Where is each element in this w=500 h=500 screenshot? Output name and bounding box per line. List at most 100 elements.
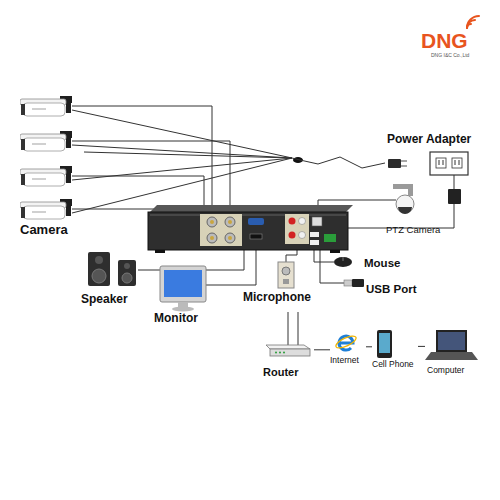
company-name: DNG I&C Co.,Ltd bbox=[431, 53, 469, 59]
device-wire bbox=[138, 200, 454, 347]
dvr-recorder bbox=[210, 236, 214, 240]
dvr-recorder bbox=[248, 218, 264, 225]
cell-phone-icon bbox=[377, 330, 392, 358]
router-icon bbox=[283, 352, 285, 354]
camera-group: Camera bbox=[12, 92, 84, 244]
cell-phone-icon bbox=[377, 330, 392, 358]
camera-power-wire bbox=[72, 145, 292, 158]
computer: Computer bbox=[425, 328, 487, 380]
usb-plug-icon bbox=[352, 279, 364, 287]
internet: Internet bbox=[330, 330, 366, 372]
device-label: Router bbox=[263, 366, 298, 378]
dvr-recorder bbox=[150, 205, 353, 212]
microphone-icon bbox=[278, 262, 294, 288]
dvr-recorder bbox=[148, 212, 348, 250]
power-plug-icon bbox=[388, 159, 407, 168]
monitor-icon bbox=[178, 302, 188, 307]
dvr-recorder bbox=[148, 205, 353, 253]
router-icon bbox=[279, 352, 281, 354]
bullet-camera-icon bbox=[20, 199, 72, 219]
power-plug-icon bbox=[401, 165, 407, 167]
device-label: PTZ Camera bbox=[386, 225, 440, 235]
internet-icon bbox=[334, 334, 357, 351]
mouse: Mouse bbox=[328, 254, 408, 276]
power-outlet-icon bbox=[439, 160, 440, 165]
device-label: Mouse bbox=[364, 257, 400, 270]
monitor-icon bbox=[172, 307, 194, 312]
power-outlet-icon bbox=[452, 158, 462, 168]
dvr-recorder bbox=[285, 214, 309, 244]
camera-power-wire bbox=[72, 158, 292, 180]
ptz-camera-icon bbox=[393, 184, 414, 214]
ptz-camera-icon bbox=[396, 195, 414, 213]
dvr-recorder bbox=[310, 232, 319, 237]
device-label: Computer bbox=[427, 366, 464, 375]
usb-plug-icon bbox=[344, 280, 352, 286]
camera-power-wire bbox=[72, 110, 292, 158]
cell-phone-icon bbox=[379, 333, 390, 353]
bullet-camera-icon bbox=[20, 131, 72, 151]
speaker-icon bbox=[118, 260, 136, 286]
monitor-icon bbox=[160, 266, 206, 302]
dvr-recorder bbox=[250, 234, 262, 239]
cell-phone: Cell Phone bbox=[372, 328, 418, 374]
microphone-icon bbox=[278, 262, 294, 288]
network-link bbox=[314, 349, 330, 350]
mouse-icon bbox=[334, 257, 352, 267]
dvr-recorder bbox=[200, 214, 242, 246]
monitor-icon bbox=[164, 270, 202, 297]
usb-port: USB Port bbox=[328, 277, 428, 301]
dvr-recorder bbox=[299, 218, 306, 225]
device-label: Camera bbox=[20, 223, 68, 237]
network-link bbox=[418, 346, 425, 347]
laptop-icon bbox=[436, 330, 467, 352]
power-outlet-icon bbox=[459, 160, 460, 165]
microphone-icon bbox=[283, 279, 289, 284]
power-splitter bbox=[293, 157, 303, 163]
device-wire bbox=[205, 250, 256, 285]
device-label: Cell Phone bbox=[372, 360, 414, 369]
camera-power-wire bbox=[72, 110, 292, 213]
device-label: Internet bbox=[330, 356, 359, 365]
laptop-icon bbox=[425, 330, 478, 360]
dvr-recorder bbox=[207, 233, 217, 243]
speaker-icon bbox=[122, 273, 132, 283]
mouse-icon bbox=[343, 257, 344, 261]
bullet-camera-icon bbox=[20, 166, 72, 186]
power-adapter: Power Adapter bbox=[385, 133, 490, 181]
logo-text: DNG bbox=[421, 29, 468, 52]
power-plug-icon bbox=[388, 159, 401, 168]
dvr-recorder bbox=[225, 233, 235, 243]
device-wire bbox=[288, 312, 289, 347]
network-link bbox=[366, 346, 372, 347]
speaker-icon bbox=[95, 256, 103, 264]
ptz-camera: PTZ Camera bbox=[383, 180, 447, 242]
speaker-icon bbox=[88, 252, 136, 286]
mouse-icon bbox=[334, 257, 352, 267]
power-outlet-icon bbox=[454, 175, 455, 190]
router: Router bbox=[258, 335, 314, 385]
ptz-camera-icon bbox=[398, 207, 412, 214]
logo-wifi-mark bbox=[467, 16, 479, 28]
device-wire bbox=[286, 250, 297, 262]
power-outlet-icon bbox=[430, 152, 468, 204]
device-label: Speaker bbox=[81, 293, 128, 306]
power-plug-icon bbox=[401, 160, 407, 162]
camera-power-wire bbox=[72, 158, 292, 213]
logo-wifi-mark bbox=[467, 16, 479, 28]
camera-video-wire bbox=[72, 106, 212, 217]
bullet-camera-icon bbox=[20, 96, 72, 219]
power-outlet-icon bbox=[443, 160, 444, 165]
dvr-recorder bbox=[228, 220, 232, 224]
dvr-recorder bbox=[210, 220, 214, 224]
dvr-recorder bbox=[324, 234, 336, 242]
laptop-icon bbox=[425, 352, 478, 360]
monitor: Monitor bbox=[150, 262, 225, 328]
microphone-icon bbox=[282, 267, 290, 275]
power-cable bbox=[84, 152, 385, 168]
power-outlet-icon bbox=[430, 152, 468, 175]
internet-icon bbox=[334, 334, 357, 351]
